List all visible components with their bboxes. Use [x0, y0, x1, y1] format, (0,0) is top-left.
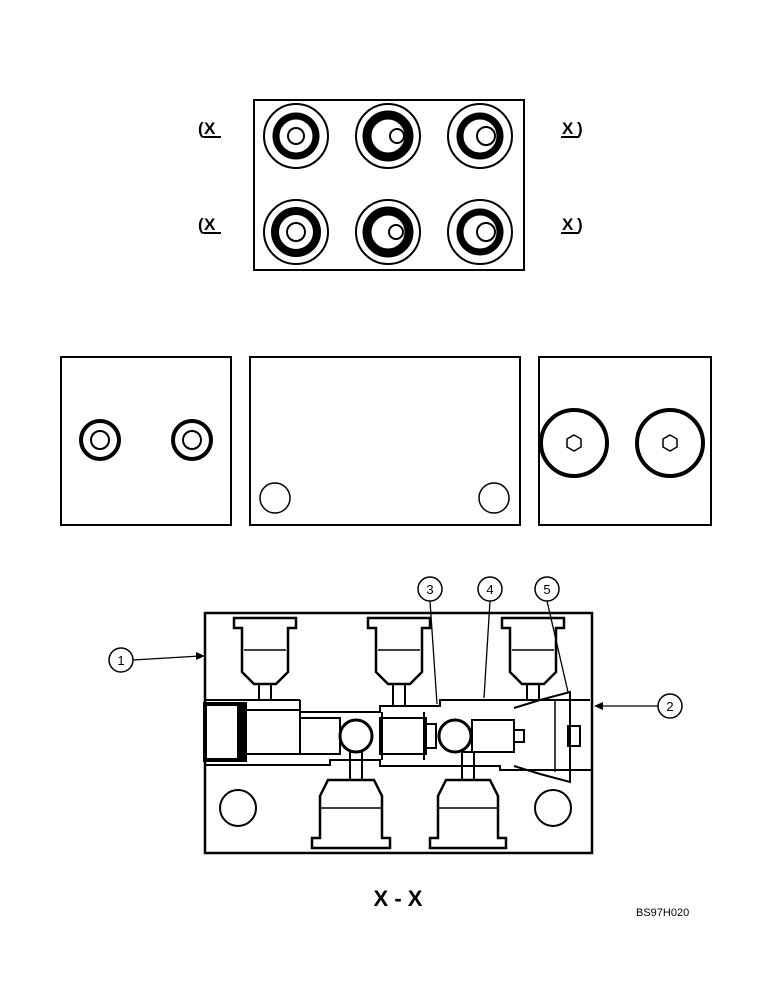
- callout-5: 5: [543, 582, 550, 597]
- port-top-3: [447, 103, 513, 169]
- right-end-view: [538, 356, 712, 526]
- spool-assembly: [299, 712, 525, 760]
- callout-labels: 1 2 3 4 5: [117, 582, 673, 714]
- valve-body: [203, 611, 594, 855]
- port-top-6: [447, 199, 513, 265]
- port-top-5: [355, 199, 421, 265]
- svg-text:(: (: [198, 215, 204, 234]
- side-view: [249, 356, 521, 526]
- top-view-block: [253, 99, 525, 271]
- mounting-hole-left: [219, 789, 257, 827]
- left-plug: [203, 702, 301, 762]
- bottom-cartridge-1: [310, 751, 392, 850]
- left-end-view: [60, 356, 232, 526]
- section-mark-upper-left: X: [204, 119, 216, 138]
- callout-3: 3: [426, 582, 433, 597]
- section-mark-lower-left: X: [204, 215, 216, 234]
- section-mark-lower-right: X: [562, 215, 574, 234]
- bottom-cartridge-2: [428, 751, 508, 850]
- top-cartridge-2: [366, 616, 432, 707]
- svg-text:): ): [577, 215, 583, 234]
- port-top-4: [263, 199, 329, 265]
- section-view: [203, 611, 594, 855]
- drawing-reference: BS97H020: [636, 907, 689, 919]
- top-cartridge-3: [500, 616, 566, 701]
- mounting-hole-right: [534, 789, 572, 827]
- callout-2: 2: [666, 699, 673, 714]
- svg-text:(: (: [198, 119, 204, 138]
- port-top-1: [263, 103, 329, 169]
- callout-1: 1: [117, 653, 124, 668]
- callout-4: 4: [486, 582, 493, 597]
- svg-text:): ): [577, 119, 583, 138]
- top-cartridge-1: [232, 616, 298, 701]
- port-top-2: [355, 103, 421, 169]
- callouts: [108, 576, 683, 719]
- right-plug: [513, 690, 581, 784]
- section-mark-upper-right: X: [562, 119, 574, 138]
- section-marks: ( X X ) ( X X ): [198, 119, 583, 234]
- top-view: [253, 99, 525, 271]
- section-title: X - X: [374, 886, 423, 911]
